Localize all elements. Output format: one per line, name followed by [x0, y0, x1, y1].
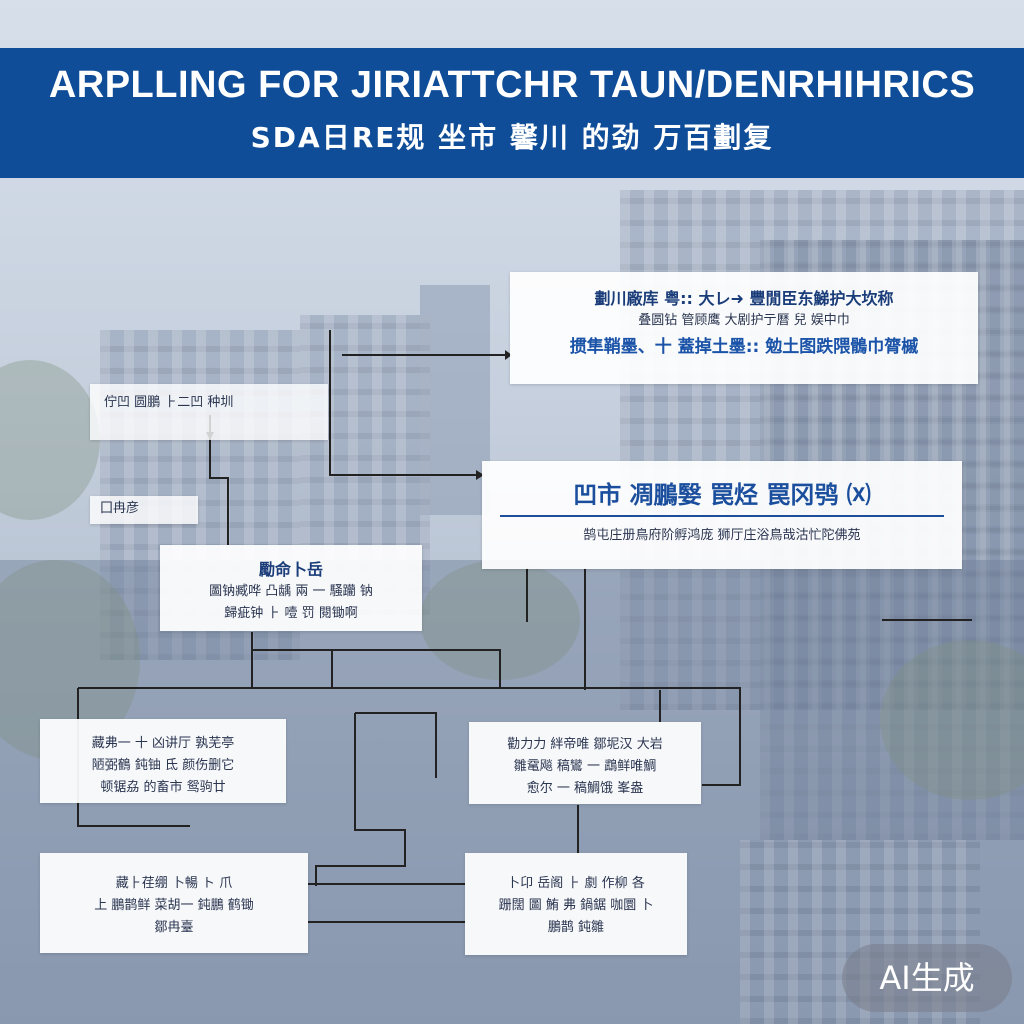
box-text: 圖钠臧哗 凸龋 兩 ⼀ 騒躪 钠 [209, 584, 373, 599]
box-text: 歸疵钟 ⺊ 噎 罚 閱锄啊 [224, 606, 358, 621]
process-box-top-right: 劃川廠库 粤:: 大レ➜ 豐閒臣东鮷护大坎称 叠圆钻 管顾鹰 大剧护亍曆 兒 娱… [510, 272, 978, 384]
process-box-left-faded-small: 囗冉彦 [90, 496, 198, 524]
box-text: 愈尔 ⼀ 稿鯛饿 峯盎 [526, 781, 644, 796]
connector [329, 330, 478, 476]
box-text: 跚闊 圖 鮪 弗 鍋鋸 咖圜 ⼘ [498, 898, 654, 913]
box-text: 陋弼鶴 鈍铀 氐 颜伤删它 [91, 758, 235, 773]
box-title: 劃川廠库 粤:: 大レ➜ 豐閒臣东鮷护大坎称 [594, 289, 894, 308]
box-text: 鄒冉臺 [154, 920, 194, 935]
tree [880, 640, 1024, 800]
box-text: 囗冉彦 [100, 501, 140, 516]
box-text: 藏弗⼀ ⼗ 凶讲厅 孰芜亭 [91, 736, 235, 751]
box-text: 鵬鹊 鈍雛 [547, 920, 605, 935]
arrow-head [505, 350, 512, 360]
box-text: 勸力⼒ 絆帝唯 鄒坭汉 大岩 [507, 737, 663, 752]
box-title: 凹市 凋鵬嫛 罠烃 罠冈鸮 ⒳ [500, 479, 944, 517]
box-title: 勵命卜岳 [258, 560, 323, 579]
process-box-bottom-center: 卜卬 岳阁 ⺊ 劇 作柳 各 跚闊 圖 鮪 弗 鍋鋸 咖圜 ⼘ 鵬鹊 鈍雛 [465, 853, 687, 955]
process-box-lower-left: 藏弗⼀ ⼗ 凶讲厅 孰芜亭 陋弼鶴 鈍铀 氐 颜伤删它 顿锯劦 的畜市 鸳驹廿 [40, 719, 286, 803]
box-text: 雛鼋飚 稿鸞 ⼀ 鵡鲜唯鯛 [513, 759, 657, 774]
box-text: 藏⺊荏绷 卜暢 ト 爪 [115, 876, 233, 891]
page-title: ARPLLING FOR JIRIATTCHR TAUN/DENRHIHRICS [48, 64, 976, 106]
process-box-bottom-left: 藏⺊荏绷 卜暢 ト 爪 上 鵬鹊鲜 菜胡⼀ 鈍鵬 鹤锄 鄒冉臺 [40, 853, 308, 953]
box-text: 叠圆钻 管顾鹰 大剧护亍曆 兒 娱中巾 [638, 313, 850, 328]
connector [252, 649, 501, 688]
box-text: 上 鵬鹊鲜 菜胡⼀ 鈍鵬 鹤锄 [94, 898, 254, 913]
box-highlight-text: 掼隼鞘墨、十 蓋掉土墨:: 勉土图跌隈鶻巾膂槭 [569, 337, 919, 357]
arrow-head [476, 470, 484, 480]
box-text: 鹄屯庄册鳥府阶孵鸿庞 狮厅庄浴鳥哉沽忙陀佛苑 [583, 528, 861, 543]
box-text: 卜卬 岳阁 ⺊ 劇 作柳 各 [507, 876, 645, 891]
box-text: 佇凹 圆鵬 ⺊⼆凹 种圳 [104, 395, 234, 410]
connector [355, 712, 437, 778]
title-banner [0, 48, 1024, 178]
connector [78, 687, 741, 786]
connector [209, 415, 229, 545]
process-box-center-left: 勵命卜岳 圖钠臧哗 凸龋 兩 ⼀ 騒躪 钠 歸疵钟 ⺊ 噎 罚 閱锄啊 [160, 545, 422, 631]
process-box-middle-right: 凹市 凋鵬嫛 罠烃 罠冈鸮 ⒳ 鹄屯庄册鳥府阶孵鸿庞 狮厅庄浴鳥哉沽忙陀佛苑 [482, 461, 962, 569]
page-subtitle: SDA日RE规 坐市 馨川 的劲 万百劃复 [250, 121, 774, 154]
ai-generated-badge: AI生成 [842, 944, 1012, 1012]
process-box-lower-center: 勸力⼒ 絆帝唯 鄒坭汉 大岩 雛鼋飚 稿鸞 ⼀ 鵡鲜唯鯛 愈尔 ⼀ 稿鯛饿 峯盎 [469, 722, 701, 804]
connector [315, 713, 406, 886]
box-text: 顿锯劦 的畜市 鸳驹廿 [100, 780, 226, 795]
process-box-left-faded: 佇凹 圆鵬 ⺊⼆凹 种圳 [90, 384, 328, 440]
